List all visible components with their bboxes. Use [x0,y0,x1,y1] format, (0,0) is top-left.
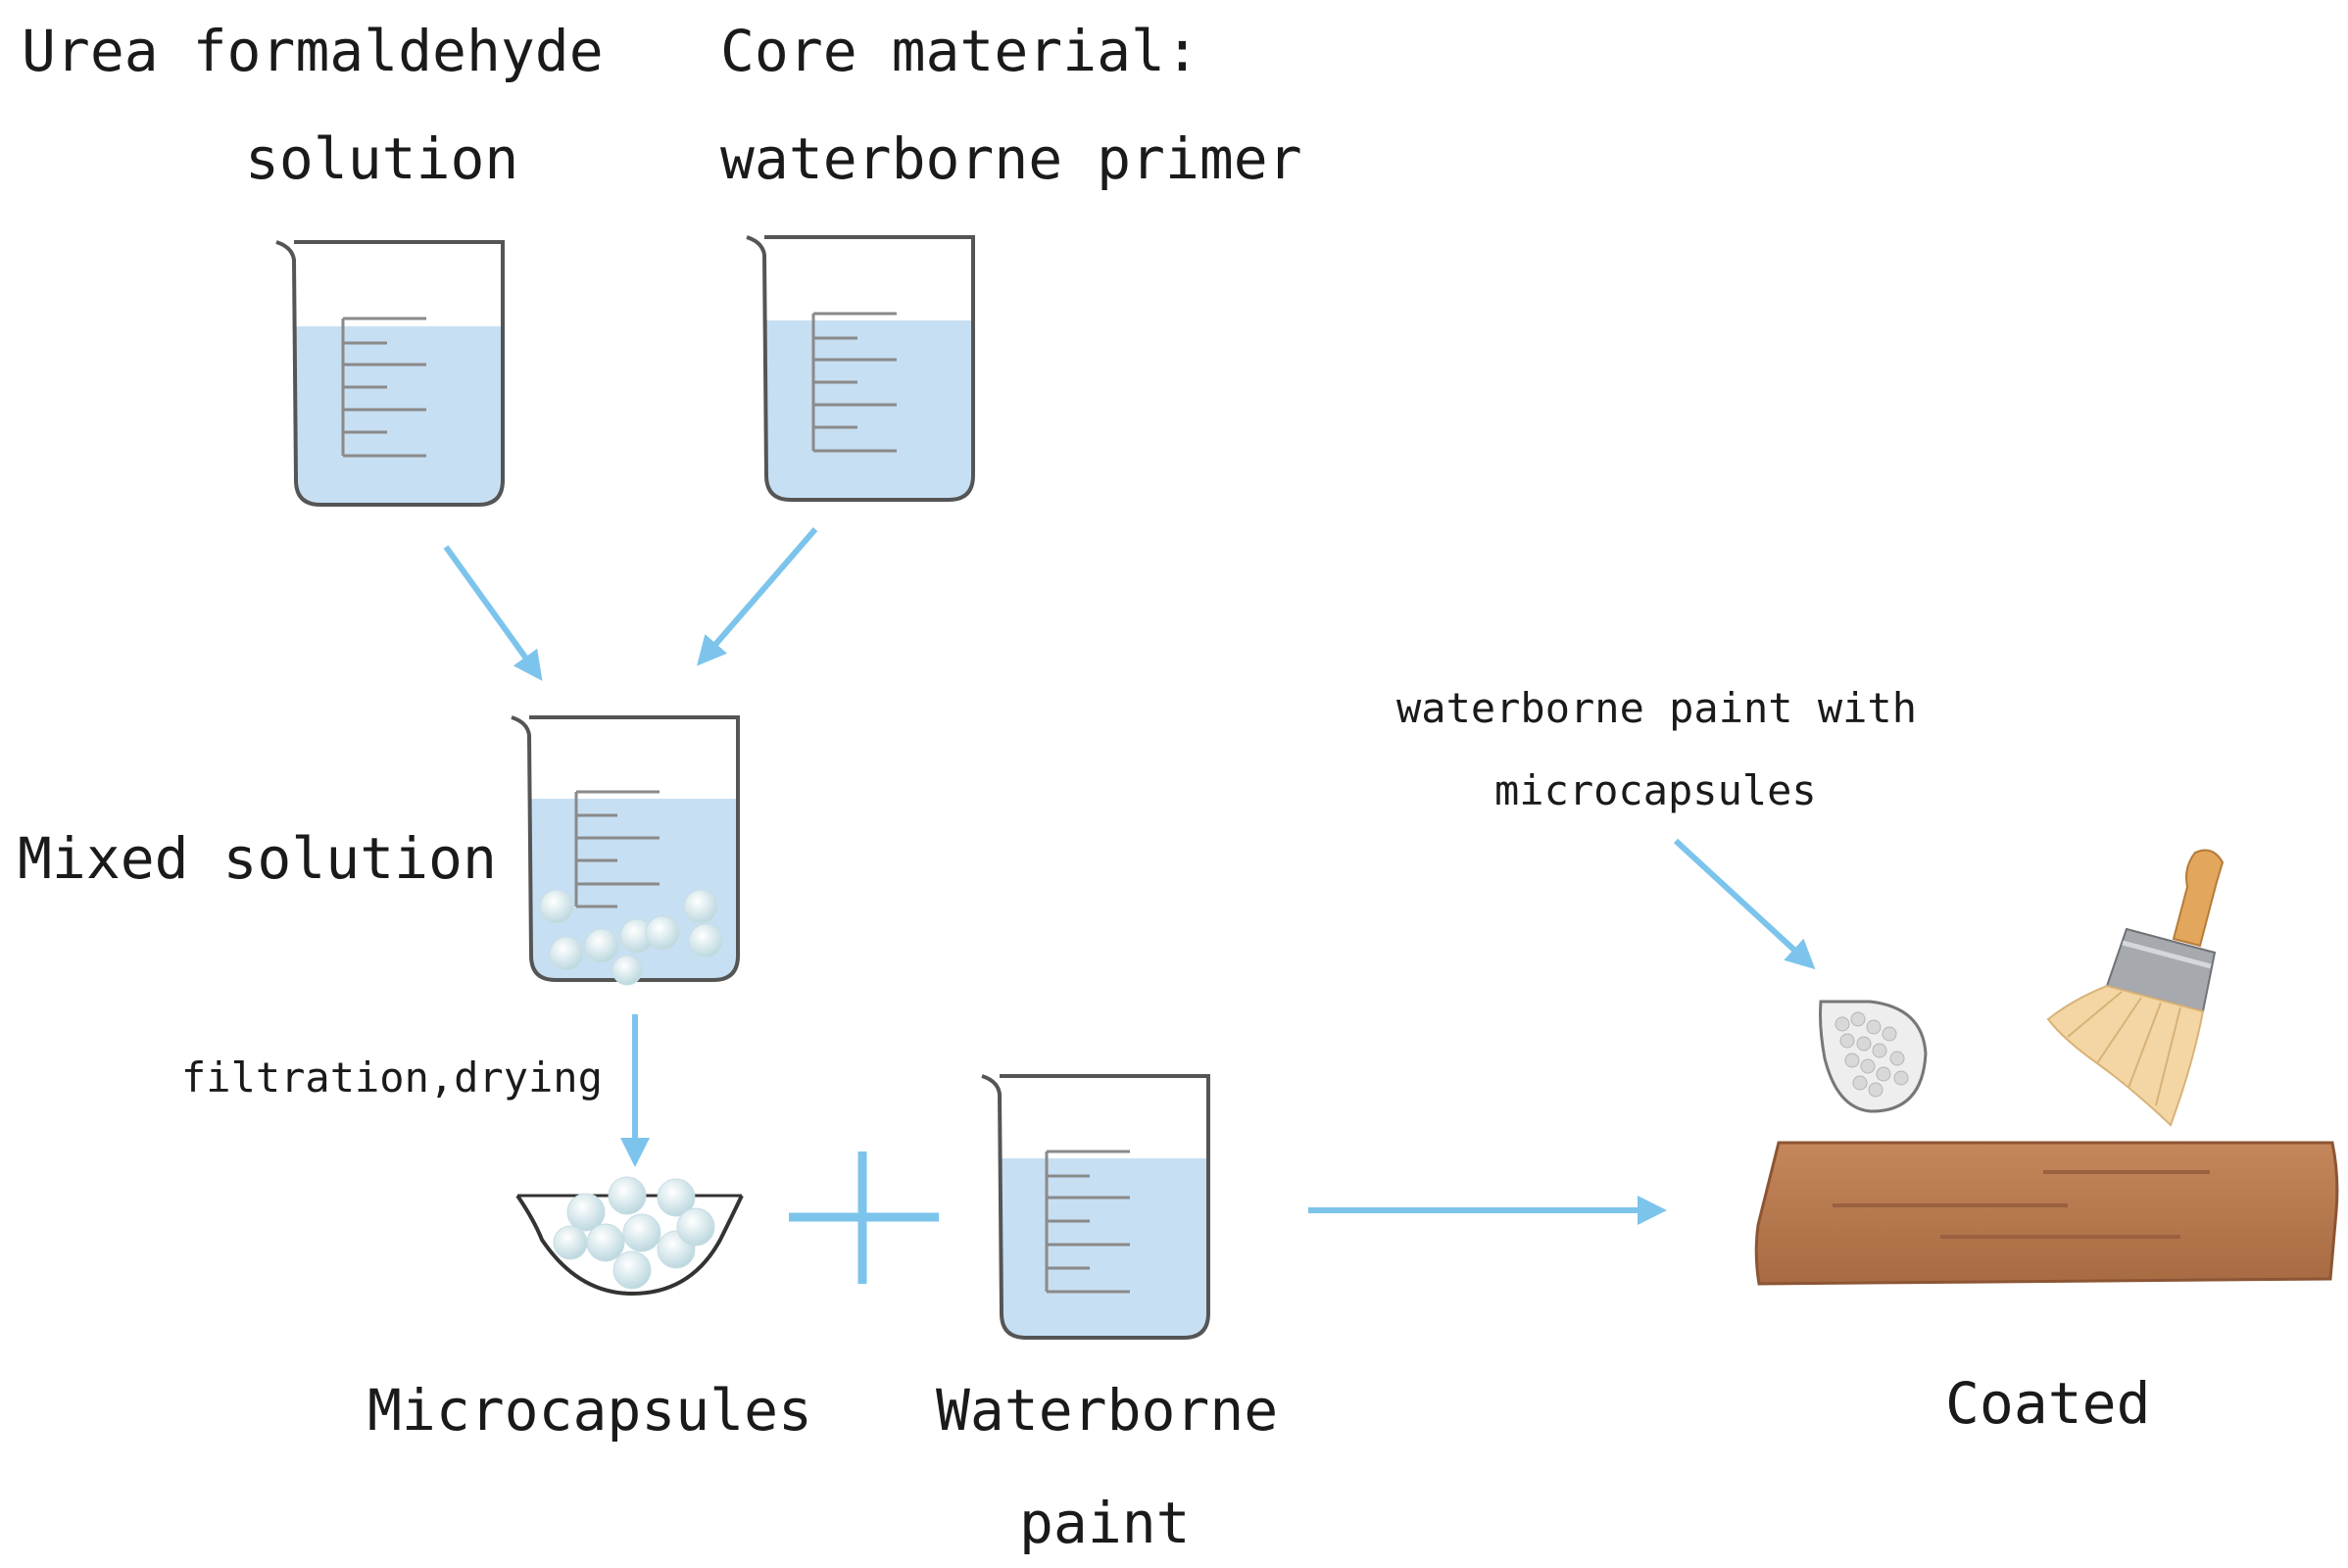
wood-board-icon [1754,1141,2339,1286]
core-beaker-icon [746,235,975,502]
microcapsules-label: Microcapsules [367,1377,812,1444]
urea-beaker-icon [275,240,505,507]
filtration-drying-label: filtration,drying [181,1054,603,1102]
arrow-icon [1673,838,1816,970]
plus-icon [789,1152,939,1284]
coated-label: Coated [1945,1370,2151,1437]
paint-brush-icon [2046,849,2225,1127]
paint-label: paint [1019,1490,1191,1556]
waterborne-paint-with-label: waterborne paint with [1396,684,1918,732]
core-material-label: Core material: [720,18,1199,84]
arrow-icon [697,527,818,666]
waterborne-primer-label: waterborne primer [720,125,1302,192]
urea-solution-label: solution [245,125,519,192]
paint-drop-icon [1819,1000,1928,1113]
waterborne-paint-beaker-icon [981,1074,1210,1340]
bowl-icon [515,1176,744,1297]
microcapsules-small-label: microcapsules [1494,766,1817,814]
urea-formaldehyde-label: Urea formaldehyde [22,18,604,84]
arrow-icon [443,545,543,681]
waterborne-label: Waterborne [936,1377,1279,1444]
mixed-solution-label: Mixed solution [18,825,497,892]
mixed-beaker-icon [511,715,740,986]
